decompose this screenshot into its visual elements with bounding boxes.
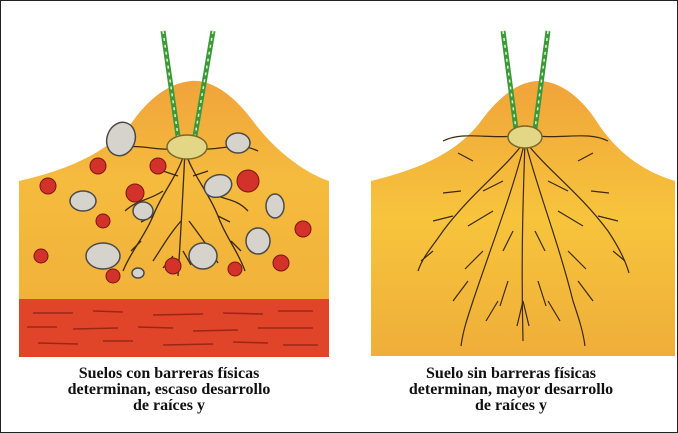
soil-with-barriers-illustration xyxy=(13,1,335,366)
caption-with-barriers: Suelos con barreras físicas determinan, … xyxy=(19,366,319,414)
caption-line: de raíces y xyxy=(361,398,661,414)
caption-line: de raíces y xyxy=(19,398,319,414)
caption-line: Suelos con barreras físicas xyxy=(19,366,319,382)
soil-without-barriers-illustration xyxy=(363,1,678,366)
caption-without-barriers: Suelo sin barreras físicas determinan, m… xyxy=(361,366,661,414)
caption-line: determinan, mayor desarrollo xyxy=(361,382,661,398)
caption-line: determinan, escaso desarrollo xyxy=(19,382,319,398)
caption-line: Suelo sin barreras físicas xyxy=(361,366,661,382)
seed xyxy=(167,135,207,159)
seed xyxy=(508,126,542,148)
